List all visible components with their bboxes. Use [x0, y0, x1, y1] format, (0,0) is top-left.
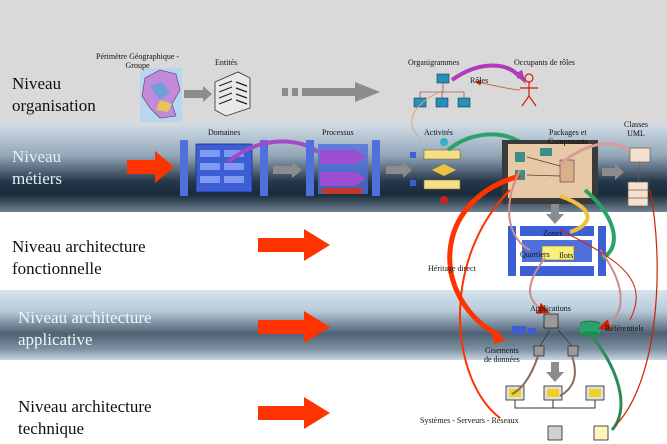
activites-label: Activités	[424, 128, 453, 137]
referentiels-label: Référentiels	[605, 324, 644, 333]
grey-arrow-domaines-processus	[273, 162, 302, 178]
grey-arrow-processus-activites	[386, 162, 412, 178]
org-chart-icon	[413, 73, 471, 108]
ilots-label: Ilots	[559, 251, 574, 260]
organigrammes-label: Organigrammes	[408, 58, 460, 67]
packages-label: Packages et Composants	[548, 128, 588, 146]
arrow-packages-quartiers	[559, 194, 590, 234]
europe-map-icon	[140, 68, 182, 122]
activites-icon	[410, 138, 461, 204]
processus-label: Processus	[322, 128, 354, 137]
domaines-label: Domaines	[208, 128, 241, 137]
person-icon	[520, 73, 538, 107]
level-technique-label: Niveau architecture technique	[18, 397, 152, 438]
level-applicative-label: Niveau architecture applicative	[18, 308, 152, 349]
red-arrow-applicative	[258, 311, 330, 343]
entites-label: Entités	[215, 58, 238, 67]
level-fonctionnelle-label: Niveau architecture fonctionnelle	[12, 237, 146, 278]
roles-label: Rôles	[470, 76, 489, 85]
uml-class-icon	[627, 147, 651, 207]
grey-arrow-packages-zones	[546, 204, 564, 224]
arc-activites-packages	[446, 132, 522, 152]
systemes-label: Systèmes - Serveurs - Réseaux	[420, 416, 519, 425]
occupants-label: Occupants de rôles	[514, 58, 575, 67]
grey-arrow-entites-organigrammes	[282, 82, 380, 102]
processus-icon	[306, 140, 380, 196]
band-organisation	[0, 0, 667, 125]
application-block-icon	[512, 313, 559, 334]
gisements-label: Gisements de données	[484, 346, 520, 364]
arrow-heritage-red	[447, 173, 521, 339]
red-arrow-technique	[258, 397, 330, 429]
computers-icon	[505, 385, 609, 441]
level-metiers-label: Niveau métiers	[12, 147, 63, 188]
classes-label: Classes UML	[624, 120, 648, 138]
building-icon	[214, 71, 251, 117]
quartiers-label: Quartiers	[520, 250, 550, 259]
data-store-icon	[533, 345, 579, 357]
grey-arrow-map-entites	[184, 86, 212, 102]
grey-arrow-packages-classes	[602, 164, 624, 180]
grey-arrow-applicative-technique	[546, 362, 564, 382]
zones-label: Zones	[543, 229, 563, 238]
applications-label: Applications	[530, 304, 571, 313]
level-organisation-label: Niveau organisation	[12, 74, 96, 115]
zones-icon	[508, 226, 606, 276]
perimetre-label: Périmètre Géographique - Groupe	[96, 52, 180, 70]
heritage-label: Héritage direct	[428, 264, 476, 273]
red-arrow-metiers	[127, 151, 174, 183]
red-arrow-fonctionnelle	[258, 229, 330, 261]
